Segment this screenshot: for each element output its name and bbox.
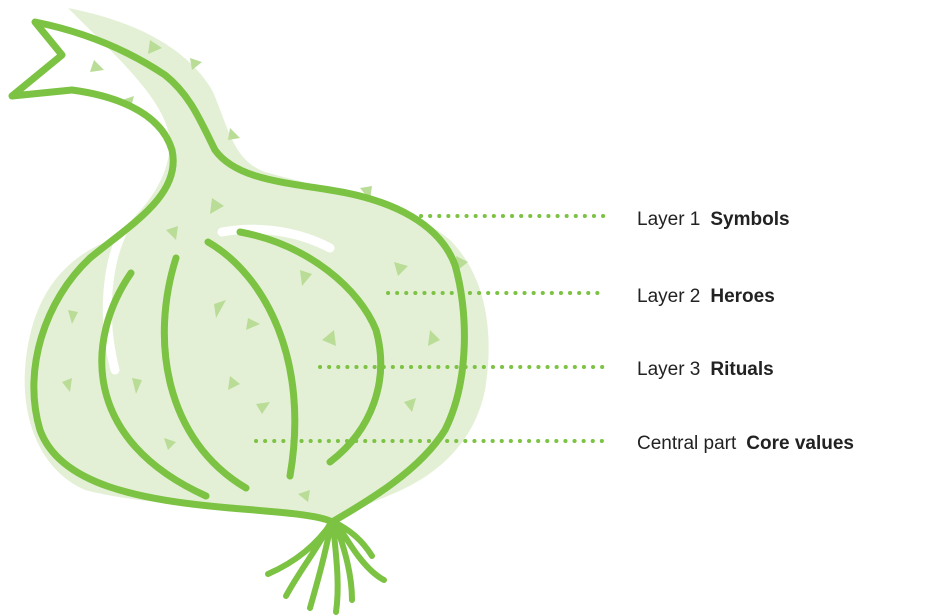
layer-label-central: Central part Core values: [637, 434, 854, 453]
layer-name: Symbols: [710, 209, 789, 230]
layer-label-2: Layer 2 Heroes: [637, 287, 775, 306]
layer-name: Heroes: [710, 286, 774, 307]
onion-roots: [268, 522, 384, 612]
onion-fill: [25, 8, 489, 520]
layer-prefix: Layer 2: [637, 286, 700, 307]
layer-prefix: Central part: [637, 433, 736, 454]
layer-label-3: Layer 3 Rituals: [637, 360, 774, 379]
layer-name: Core values: [746, 433, 854, 454]
layer-label-1: Layer 1 Symbols: [637, 210, 790, 229]
layer-prefix: Layer 3: [637, 359, 700, 380]
layer-name: Rituals: [710, 359, 773, 380]
layer-prefix: Layer 1: [637, 209, 700, 230]
